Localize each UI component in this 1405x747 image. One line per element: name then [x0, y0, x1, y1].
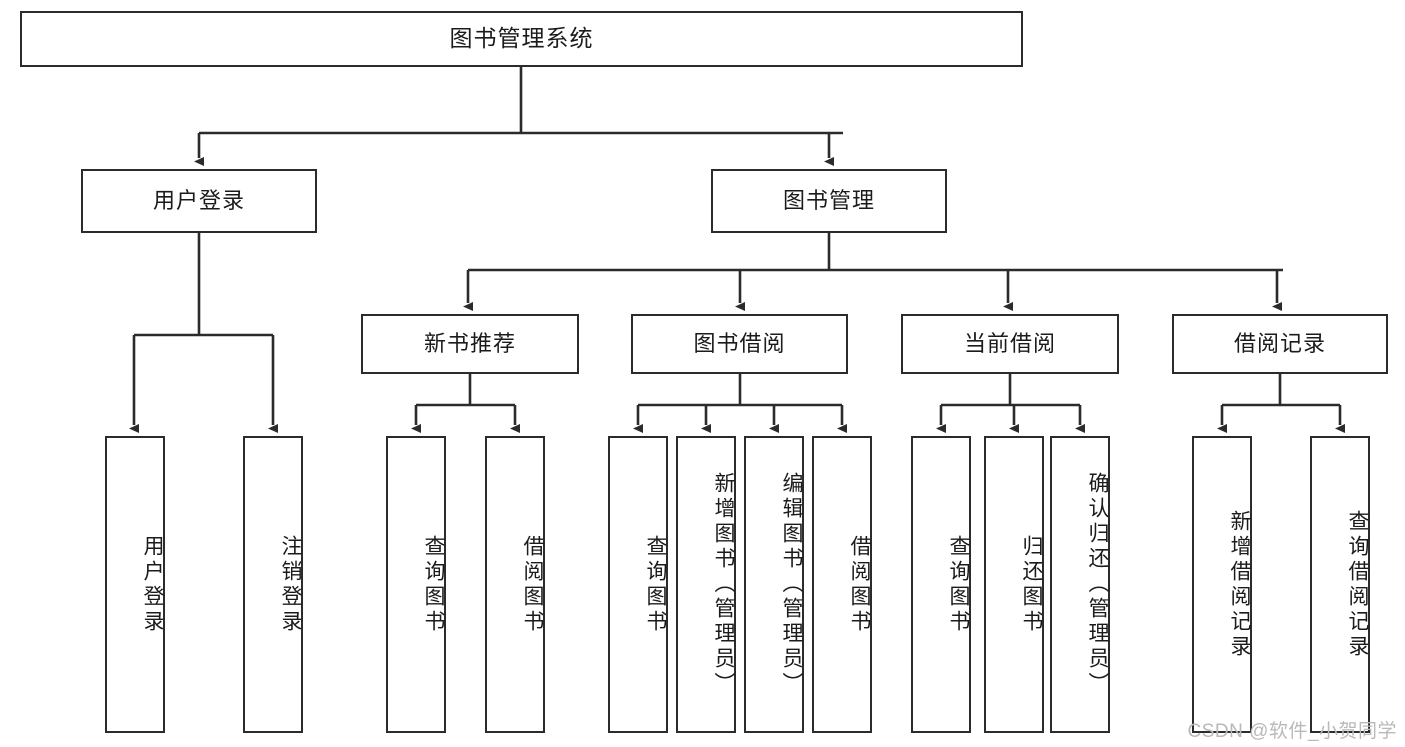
node-user-login-label: 用户登录	[152, 187, 245, 213]
node-leaf-add-book-label: 新增图书（管理员）	[712, 472, 735, 697]
node-book-borrow-label: 图书借阅	[693, 330, 786, 356]
node-new-book-recommend[interactable]: 新书推荐	[361, 314, 579, 374]
node-leaf-add-record-label: 新增借阅记录	[1228, 509, 1251, 660]
node-leaf-edit-book[interactable]: 编辑图书（管理员）	[744, 436, 804, 733]
node-book-borrow[interactable]: 图书借阅	[631, 314, 848, 374]
node-leaf-query-record-label: 查询借阅记录	[1346, 509, 1369, 660]
node-leaf-borrow-book-1-label: 借阅图书	[521, 534, 544, 635]
node-leaf-borrow-book-2-label: 借阅图书	[848, 534, 871, 635]
node-book-management-label: 图书管理	[782, 187, 875, 213]
node-leaf-query-book-3[interactable]: 查询图书	[911, 436, 971, 733]
node-leaf-add-book[interactable]: 新增图书（管理员）	[676, 436, 736, 733]
node-leaf-add-record[interactable]: 新增借阅记录	[1192, 436, 1252, 733]
node-leaf-borrow-book-1[interactable]: 借阅图书	[485, 436, 545, 733]
node-leaf-confirm-return-label: 确认归还（管理员）	[1086, 472, 1109, 697]
node-leaf-logout[interactable]: 注销登录	[243, 436, 303, 733]
watermark: CSDN @软件_小贺同学	[1187, 721, 1397, 742]
node-leaf-logout-label: 注销登录	[279, 534, 302, 635]
node-new-book-recommend-label: 新书推荐	[423, 330, 516, 356]
node-leaf-edit-book-label: 编辑图书（管理员）	[780, 472, 803, 697]
node-borrow-record-label: 借阅记录	[1233, 330, 1326, 356]
node-book-management[interactable]: 图书管理	[711, 169, 947, 233]
node-root-label: 图书管理系统	[449, 25, 594, 52]
node-root[interactable]: 图书管理系统	[20, 11, 1023, 67]
node-leaf-user-login-label: 用户登录	[141, 534, 164, 635]
node-leaf-query-book-2[interactable]: 查询图书	[608, 436, 668, 733]
node-leaf-query-book-2-label: 查询图书	[644, 534, 667, 635]
node-current-borrow-label: 当前借阅	[963, 330, 1056, 356]
node-leaf-query-book-3-label: 查询图书	[947, 534, 970, 635]
node-current-borrow[interactable]: 当前借阅	[901, 314, 1119, 374]
node-leaf-query-record[interactable]: 查询借阅记录	[1310, 436, 1370, 733]
node-user-login[interactable]: 用户登录	[81, 169, 317, 233]
node-leaf-query-book-1-label: 查询图书	[422, 534, 445, 635]
node-leaf-return-book[interactable]: 归还图书	[984, 436, 1044, 733]
node-leaf-query-book-1[interactable]: 查询图书	[386, 436, 446, 733]
node-leaf-borrow-book-2[interactable]: 借阅图书	[812, 436, 872, 733]
node-leaf-user-login[interactable]: 用户登录	[105, 436, 165, 733]
node-borrow-record[interactable]: 借阅记录	[1172, 314, 1388, 374]
node-leaf-return-book-label: 归还图书	[1020, 534, 1043, 635]
node-leaf-confirm-return[interactable]: 确认归还（管理员）	[1050, 436, 1110, 733]
